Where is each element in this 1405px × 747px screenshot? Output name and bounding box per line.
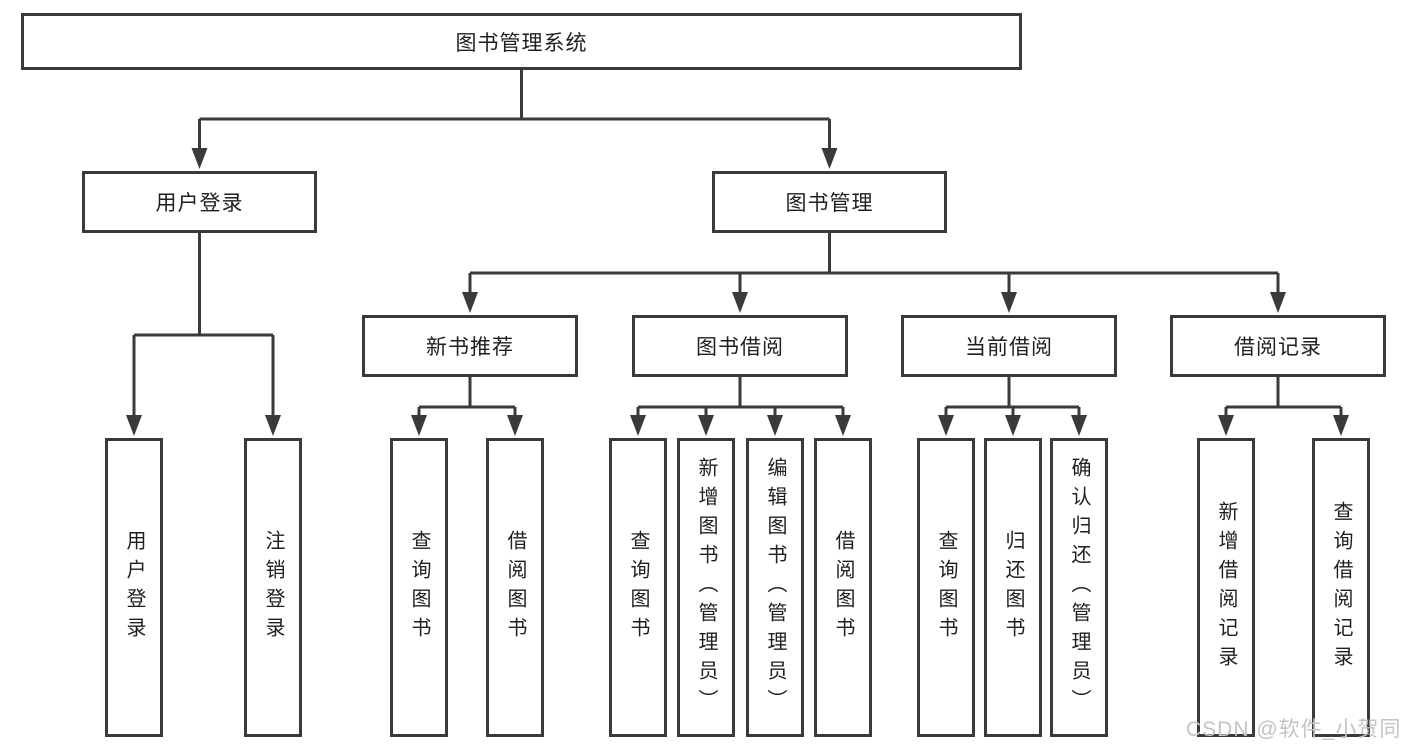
node-book-management-branch: 图书管理 bbox=[712, 171, 947, 233]
leaf-add-books-admin: 新增图书（管理员） bbox=[677, 438, 735, 737]
leaf-recommend-query-books: 查询图书 bbox=[390, 438, 448, 737]
csdn-watermark: CSDN @软件_小贺同学 bbox=[1186, 718, 1402, 741]
leaf-logout: 注销登录 bbox=[244, 438, 302, 737]
node-user-login-branch: 用户登录 bbox=[82, 171, 317, 233]
leaf-return-books: 归还图书 bbox=[984, 438, 1042, 737]
leaf-current-query-books: 查询图书 bbox=[917, 438, 975, 737]
node-borrowing-records: 借阅记录 bbox=[1170, 315, 1386, 377]
node-current-borrowing: 当前借阅 bbox=[901, 315, 1117, 377]
node-library-management-system: 图书管理系统 bbox=[21, 13, 1022, 70]
leaf-query-borrow-record: 查询借阅记录 bbox=[1312, 438, 1370, 737]
leaf-edit-books-admin: 编辑图书（管理员） bbox=[746, 438, 804, 737]
leaf-recommend-borrow-books: 借阅图书 bbox=[486, 438, 544, 737]
leaf-borrow-books: 借阅图书 bbox=[814, 438, 872, 737]
leaf-user-login: 用户登录 bbox=[105, 438, 163, 737]
leaf-add-borrow-record: 新增借阅记录 bbox=[1197, 438, 1255, 737]
node-new-book-recommendation: 新书推荐 bbox=[362, 315, 578, 377]
leaf-borrow-query-books: 查询图书 bbox=[609, 438, 667, 737]
leaf-confirm-return-admin: 确认归还（管理员） bbox=[1050, 438, 1108, 737]
node-book-borrowing: 图书借阅 bbox=[632, 315, 848, 377]
